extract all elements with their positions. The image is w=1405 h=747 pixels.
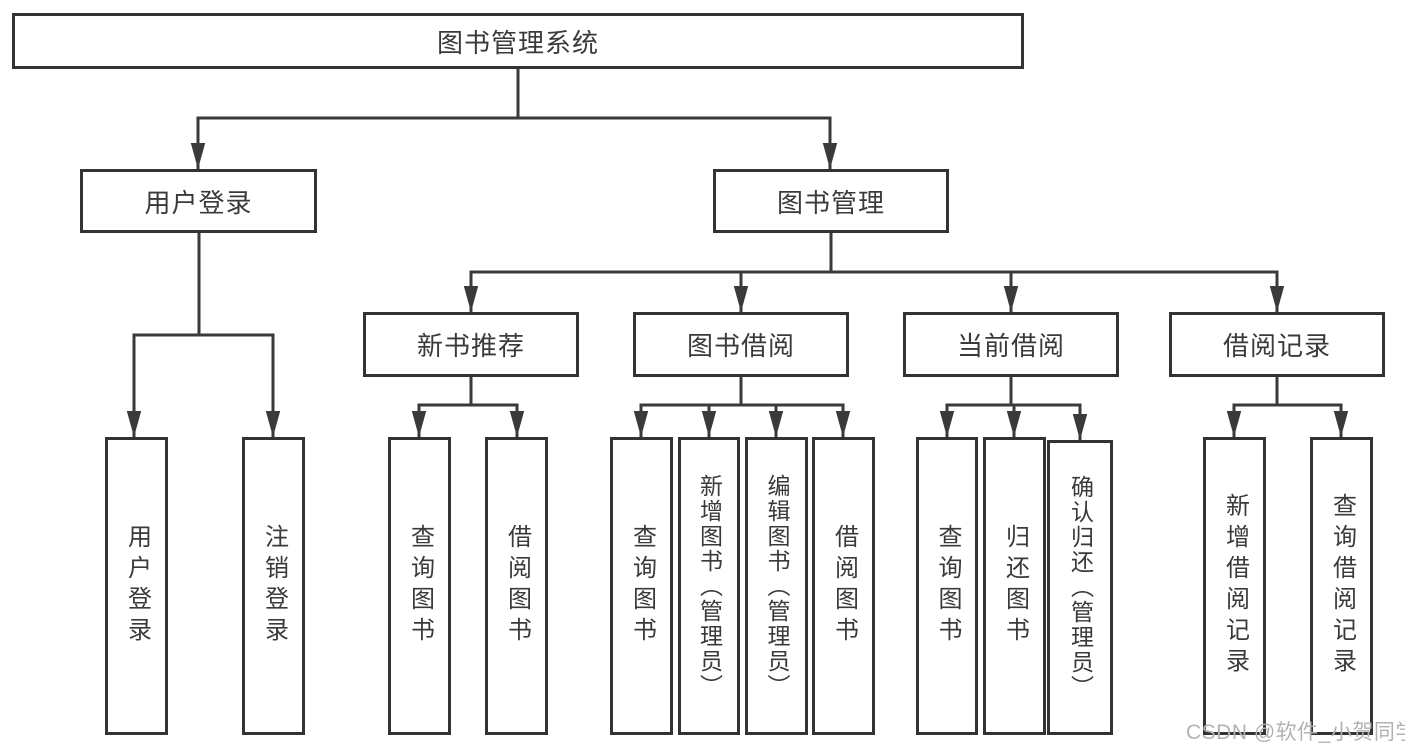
leaf-add-borrow-record-label: 新增借阅记录 (1221, 493, 1249, 679)
leaf-query-books-borrow-label: 查询图书 (628, 524, 656, 648)
leaf-add-borrow-record: 新增借阅记录 (1203, 437, 1266, 735)
leaf-edit-book-admin-label: 编辑图书（管理员） (764, 473, 790, 699)
leaf-borrow-books: 借阅图书 (812, 437, 875, 735)
leaf-borrow-books-recommend: 借阅图书 (485, 437, 548, 735)
node-current-borrow-label: 当前借阅 (956, 331, 1065, 361)
leaf-add-book-admin-label: 新增图书（管理员） (696, 473, 723, 699)
node-library-system: 图书管理系统 (12, 13, 1024, 69)
leaf-query-books-current-label: 查询图书 (934, 524, 961, 648)
leaf-query-books-recommend: 查询图书 (388, 437, 451, 735)
node-library-system-label: 图书管理系统 (436, 27, 599, 58)
leaf-edit-book-admin: 编辑图书（管理员） (745, 437, 808, 735)
node-new-book-recommend: 新书推荐 (363, 312, 579, 377)
leaf-confirm-return-admin-label: 确认归还（管理员） (1067, 475, 1094, 700)
leaf-borrow-books-recommend-label: 借阅图书 (503, 524, 531, 648)
node-book-management: 图书管理 (713, 169, 949, 233)
leaf-query-books-current: 查询图书 (916, 437, 978, 735)
leaf-query-books-borrow: 查询图书 (610, 437, 673, 735)
leaf-logout: 注销登录 (242, 437, 305, 735)
leaf-query-books-recommend-label: 查询图书 (406, 524, 434, 648)
node-user-login: 用户登录 (80, 169, 317, 233)
node-user-login-label: 用户登录 (144, 187, 253, 218)
node-book-management-label: 图书管理 (776, 187, 885, 218)
node-borrow-records: 借阅记录 (1169, 312, 1385, 377)
csdn-watermark: CSDN @软件_小贺同学 (1186, 721, 1405, 744)
leaf-user-login-label: 用户登录 (123, 524, 151, 648)
leaf-return-books-label: 归还图书 (1001, 524, 1029, 648)
node-borrow-records-label: 借阅记录 (1222, 331, 1331, 361)
leaf-user-login: 用户登录 (105, 437, 168, 735)
leaf-return-books: 归还图书 (983, 437, 1046, 735)
leaf-borrow-books-label: 借阅图书 (830, 524, 858, 648)
node-book-borrow-label: 图书借阅 (686, 331, 795, 361)
node-book-borrow: 图书借阅 (633, 312, 849, 377)
leaf-query-borrow-record-label: 查询借阅记录 (1328, 493, 1356, 679)
node-new-book-recommend-label: 新书推荐 (416, 331, 525, 361)
leaf-query-borrow-record: 查询借阅记录 (1310, 437, 1373, 735)
leaf-confirm-return-admin: 确认归还（管理员） (1047, 440, 1113, 735)
leaf-logout-label: 注销登录 (260, 524, 288, 648)
node-current-borrow: 当前借阅 (903, 312, 1119, 377)
leaf-add-book-admin: 新增图书（管理员） (678, 437, 740, 735)
